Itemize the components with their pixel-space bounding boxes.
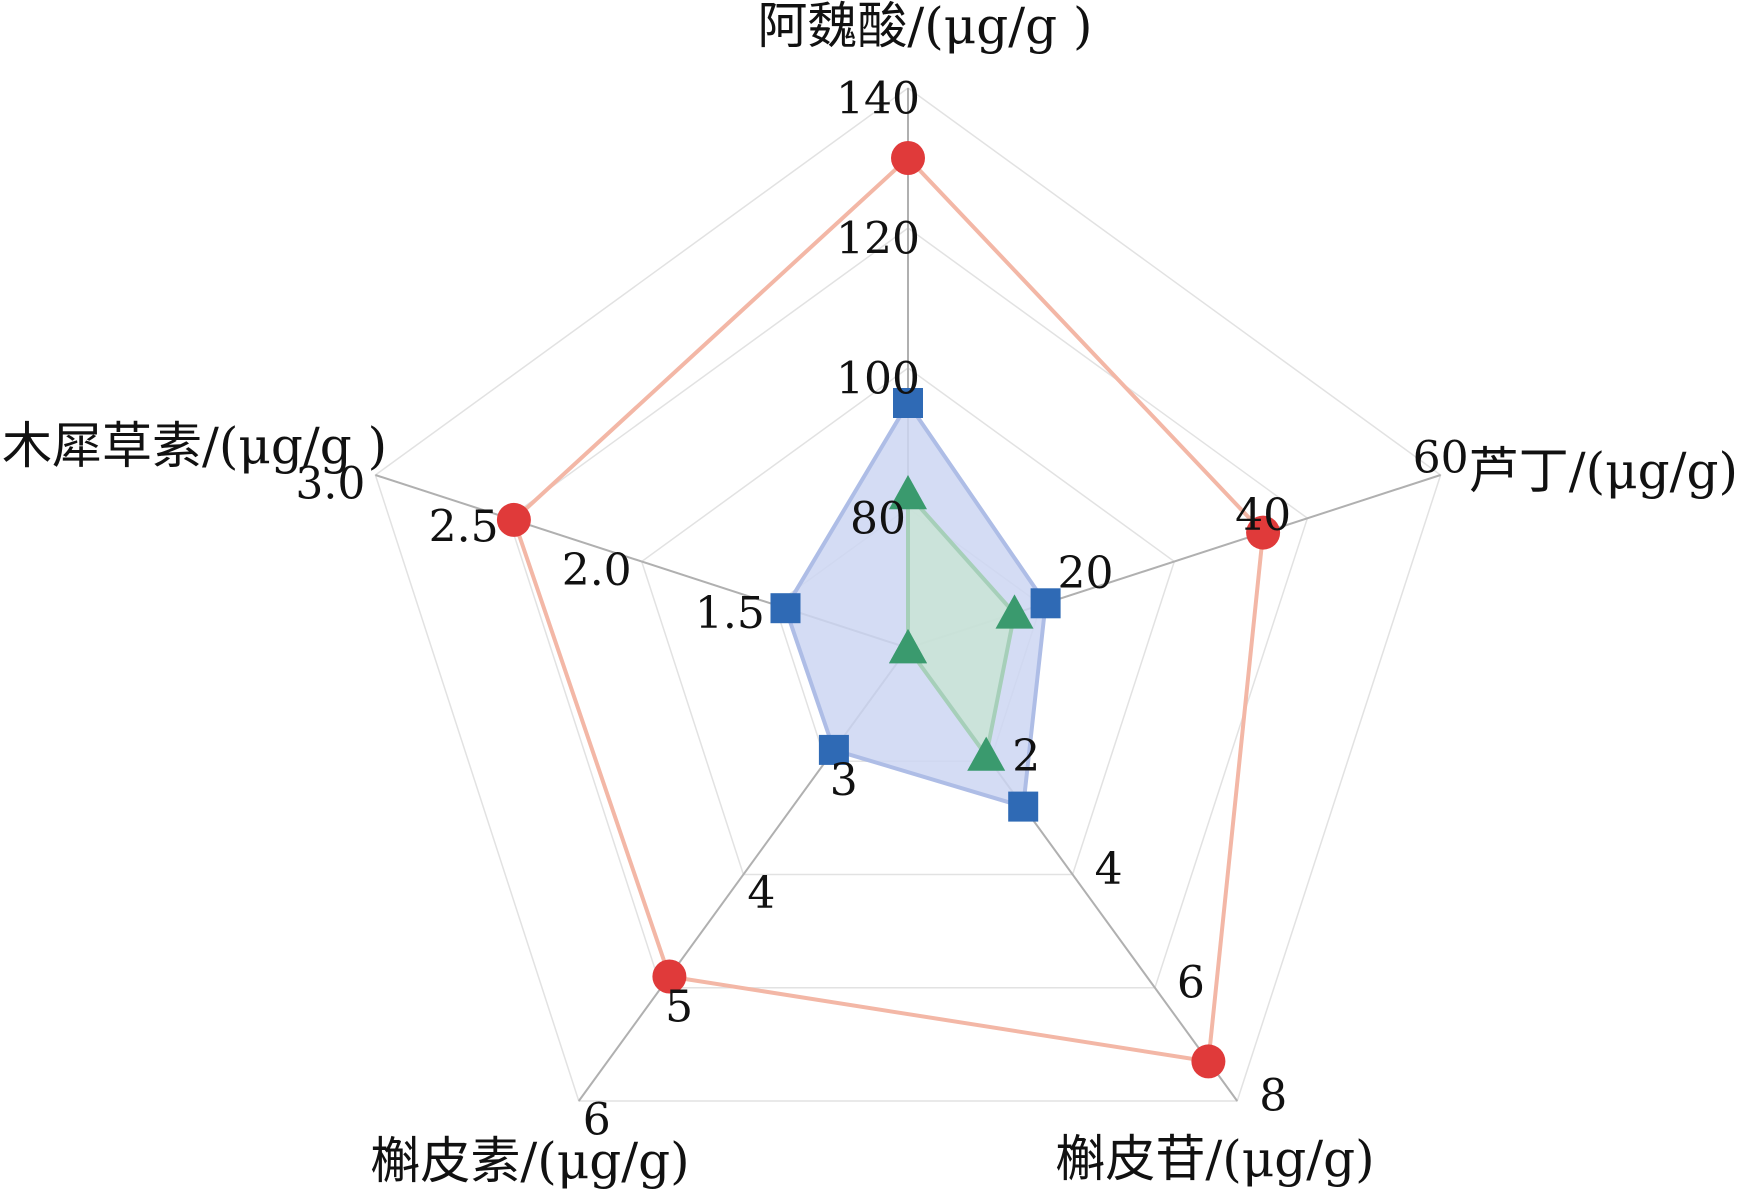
grid-ring-2 — [640, 367, 1176, 876]
axis-title-0: 阿魏酸/(μg/g ) — [757, 0, 1092, 55]
series-2-point-4 — [889, 629, 927, 664]
series-0-area — [511, 156, 1266, 1064]
grid-ring-3 — [507, 227, 1309, 989]
tick-label-axis4-1: 2.0 — [562, 545, 632, 596]
tick-label-axis0-1: 100 — [836, 354, 920, 405]
series-1-point-4 — [770, 593, 801, 624]
tick-label-axis0-3: 140 — [836, 74, 920, 125]
series-0-point-4 — [496, 502, 531, 537]
tick-label-axis1-2: 60 — [1413, 433, 1469, 484]
marker-layer — [496, 141, 1281, 1079]
tick-label-axis0-0: 80 — [850, 494, 906, 545]
tick-label-axis3-3: 6 — [583, 1095, 611, 1146]
series-1-point-3 — [818, 734, 849, 765]
tick-label-axis2-0: 2 — [1012, 731, 1040, 782]
axis-title-1: 芦丁/(μg/g) — [1469, 442, 1738, 500]
series-2-point-1 — [995, 594, 1034, 629]
tick-label-axis1-1: 40 — [1235, 490, 1291, 541]
grid-ring-4 — [374, 87, 1442, 1102]
tick-label-axis4-0: 1.5 — [695, 588, 765, 639]
axis-title-4: 木犀草素/(μg/g ) — [2, 417, 387, 475]
tick-label-axis3-2: 5 — [665, 981, 693, 1032]
series-1-point-1 — [1030, 588, 1061, 619]
axis-title-2: 槲皮苷/(μg/g) — [1055, 1130, 1374, 1188]
tick-label-axis2-1: 4 — [1095, 844, 1123, 895]
tick-label-axis4-2: 2.5 — [429, 502, 499, 553]
series-0-point-2 — [1191, 1044, 1226, 1079]
series-1-point-0 — [893, 388, 923, 418]
tick-label-axis1-0: 20 — [1058, 548, 1114, 599]
series-2-point-0 — [889, 475, 927, 510]
tick-label-axis3-1: 4 — [747, 868, 775, 919]
tick-label-axis4-3: 3.0 — [295, 459, 365, 510]
axis-title-3: 槲皮素/(μg/g) — [370, 1132, 689, 1190]
series-0-point-3 — [652, 959, 687, 994]
tick-label-axis2-2: 6 — [1177, 957, 1205, 1008]
series-0-point-1 — [1246, 515, 1281, 550]
tick-label-axis2-3: 8 — [1259, 1071, 1287, 1122]
tick-label-axis0-2: 120 — [836, 214, 920, 265]
series-1-point-2 — [1008, 791, 1039, 822]
series-0-point-0 — [891, 141, 925, 175]
tick-label-axis3-0: 3 — [830, 755, 858, 806]
series-2-point-2 — [967, 736, 1006, 771]
